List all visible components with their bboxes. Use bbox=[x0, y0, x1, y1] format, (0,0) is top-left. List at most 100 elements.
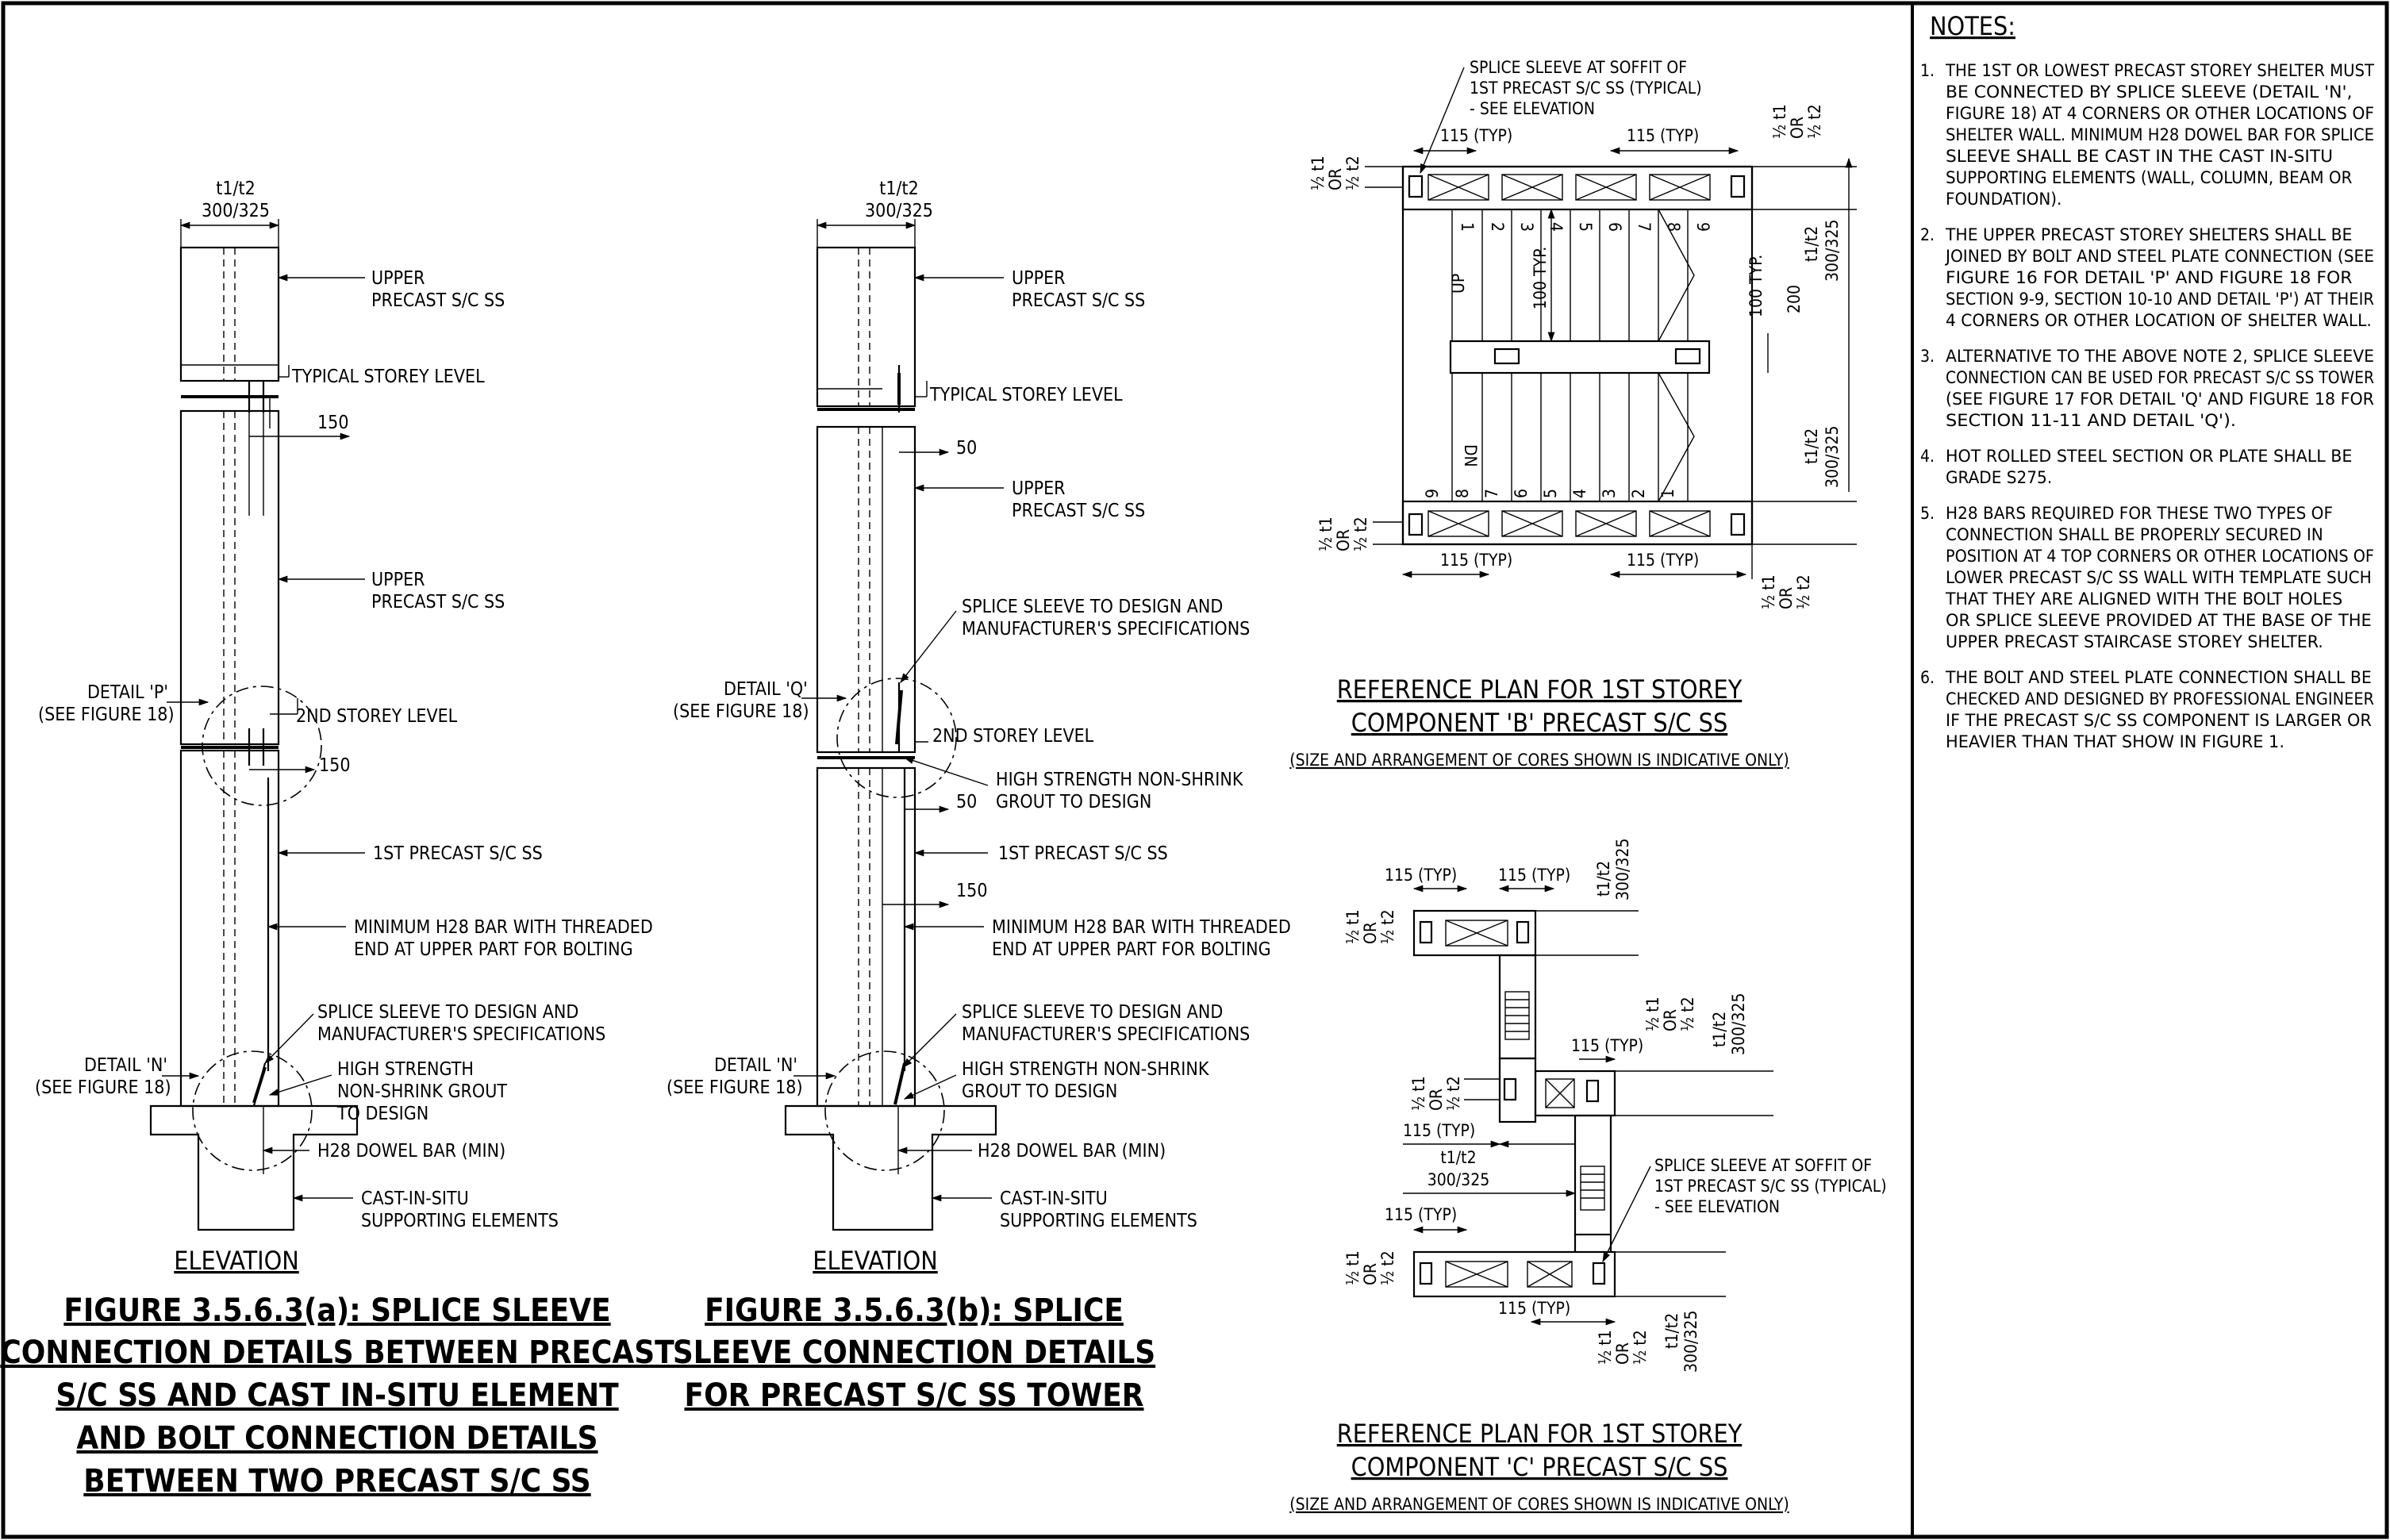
fig-b-dim-150: 150 bbox=[956, 881, 988, 901]
fig-b-dim-50-top: 50 bbox=[956, 438, 977, 459]
plan-b-half-t-left-2: OR bbox=[1326, 168, 1345, 190]
plan-b-half-t-left-1: ½ t1 bbox=[1308, 156, 1328, 190]
note-line: H28 BARS REQUIRED FOR THESE TWO TYPES OF bbox=[1946, 504, 2333, 523]
fig-b-grout-top-1: HIGH STRENGTH NON-SHRINK bbox=[996, 770, 1243, 790]
note-line: THE BOLT AND STEEL PLATE CONNECTION SHAL… bbox=[1945, 668, 2372, 687]
note-line: THAT THEY ARE ALIGNED WITH THE BOLT HOLE… bbox=[1945, 590, 2342, 609]
fig-b-detail-q-1: DETAIL 'Q' bbox=[724, 679, 808, 700]
fig-a-caption-3: S/C SS AND CAST IN-SITU ELEMENT bbox=[56, 1377, 619, 1414]
plan-b-t-value-bot: 300/325 bbox=[1823, 426, 1842, 488]
fig-a-grout-1: HIGH STRENGTH bbox=[337, 1059, 474, 1080]
svg-text:1: 1 bbox=[1658, 489, 1677, 498]
plan-b-half-t-right-bot-3: ½ t2 bbox=[1794, 574, 1813, 609]
fig-a-upper-mid-1: UPPER bbox=[371, 570, 425, 590]
note-line: FOUNDATION). bbox=[1946, 190, 2061, 209]
plan-c-t-label-left: t1/t2 bbox=[1440, 1148, 1476, 1167]
note-number: 1. bbox=[1920, 61, 1935, 80]
fig-b-grout-1: HIGH STRENGTH NON-SHRINK bbox=[962, 1059, 1209, 1080]
plan-b-title-2: COMPONENT 'B' PRECAST S/C SS bbox=[1351, 708, 1727, 738]
plan-c-half-t-left-2: OR bbox=[1427, 1089, 1446, 1111]
plan-b-typ-1: 115 (TYP) bbox=[1440, 126, 1512, 145]
fig-a-detail-n-circle bbox=[192, 1050, 313, 1171]
fig-a-dim-150-top: 150 bbox=[317, 413, 349, 433]
plan-c-half-t-top-3: ½ t2 bbox=[1378, 909, 1397, 944]
plan-b-half-t-left-3: ½ t2 bbox=[1343, 156, 1362, 190]
fig-b-upper-top-2: PRECAST S/C SS bbox=[1012, 290, 1145, 311]
fig-a-dim-150-mid: 150 bbox=[319, 755, 351, 776]
svg-text:6: 6 bbox=[1512, 489, 1531, 498]
plan-c-typ-bot-left: 115 (TYP) bbox=[1385, 1205, 1457, 1224]
plan-c-half-t-left-1: ½ t1 bbox=[1409, 1076, 1428, 1111]
svg-text:2: 2 bbox=[1488, 222, 1507, 232]
note-line: CHECKED AND DESIGNED BY PROFESSIONAL ENG… bbox=[1946, 689, 2374, 709]
fig-b-cast-1: CAST-IN-SITU bbox=[1000, 1189, 1108, 1209]
plan-b-typ-3: 115 (TYP) bbox=[1440, 551, 1512, 570]
fig-a-elevation-title: ELEVATION bbox=[174, 1246, 299, 1276]
fig-b-dim-50-mid: 50 bbox=[956, 792, 977, 812]
note-line: POSITION AT 4 TOP CORNERS OR OTHER LOCAT… bbox=[1946, 547, 2374, 566]
plan-c-t-label-bot: t1/t2 bbox=[1662, 1313, 1681, 1349]
note-line: JOINED BY BOLT AND STEEL PLATE CONNECTIO… bbox=[1945, 247, 2374, 266]
fig-a-cast-2: SUPPORTING ELEMENTS bbox=[361, 1211, 559, 1231]
fig-a-sleeve-1: SPLICE SLEEVE TO DESIGN AND bbox=[317, 1002, 578, 1023]
fig-a-caption-2: CONNECTION DETAILS BETWEEN PRECAST bbox=[0, 1335, 674, 1371]
plan-c-half-t-mid-3: ½ t2 bbox=[1678, 997, 1697, 1031]
fig-a-bar-2: END AT UPPER PART FOR BOLTING bbox=[354, 939, 633, 960]
plan-b-dim-100-right: 100 TYP. bbox=[1746, 255, 1766, 317]
fig-a-dim-value: 300/325 bbox=[202, 201, 270, 221]
note-line: SECTION 11-11 AND DETAIL 'Q'). bbox=[1946, 411, 2236, 430]
plan-c-title-2: COMPONENT 'C' PRECAST S/C SS bbox=[1351, 1452, 1728, 1482]
svg-text:9: 9 bbox=[1423, 489, 1442, 498]
plan-b-half-t-left-bot-2: OR bbox=[1334, 529, 1353, 551]
fig-a-detail-n-1: DETAIL 'N' bbox=[84, 1055, 167, 1076]
svg-text:8: 8 bbox=[1664, 222, 1683, 232]
fig-b-detail-q-circle bbox=[836, 678, 957, 798]
fig-b-upper-mid-2: PRECAST S/C SS bbox=[1012, 501, 1145, 521]
notes-list: 1. THE 1ST OR LOWEST PRECAST STOREY SHELT… bbox=[1920, 61, 2374, 751]
plan-c-typ-1: 115 (TYP) bbox=[1385, 866, 1457, 885]
plan-c-typ-bot: 115 (TYP) bbox=[1498, 1299, 1570, 1318]
plan-b-callout-1: SPLICE SLEEVE AT SOFFIT OF bbox=[1470, 58, 1687, 77]
fig-a-upper-top-2: PRECAST S/C SS bbox=[371, 290, 505, 311]
note-line: CONNECTION CAN BE USED FOR PRECAST S/C S… bbox=[1946, 368, 2374, 387]
plan-b-bottom-cores bbox=[1427, 510, 1711, 537]
plan-c-callout-2: 1ST PRECAST S/C SS (TYPICAL) bbox=[1654, 1177, 1887, 1196]
plan-c-typ-left: 115 (TYP) bbox=[1403, 1121, 1475, 1140]
plan-b: SPLICE SLEEVE AT SOFFIT OF 1ST PRECAST S… bbox=[1289, 58, 1857, 770]
fig-a-upper-top-1: UPPER bbox=[371, 268, 425, 289]
note-line: SHELTER WALL. MINIMUM H28 DOWEL BAR FOR … bbox=[1946, 125, 2374, 144]
note-line: FIGURE 18) AT 4 CORNERS OR OTHER LOCATIO… bbox=[1946, 104, 2374, 123]
plan-b-dim-100-left: 100 TYP. bbox=[1531, 247, 1550, 309]
fig-b-bar-2: END AT UPPER PART FOR BOLTING bbox=[992, 939, 1271, 960]
plan-b-t-value-top: 300/325 bbox=[1823, 220, 1842, 282]
fig-b-elevation-title: ELEVATION bbox=[813, 1246, 938, 1276]
plan-b-dim-200: 200 bbox=[1785, 285, 1804, 313]
plan-b-stair-upper bbox=[1451, 209, 1695, 342]
figure-b-elevation: t1/t2 300/325 UPPER PRECAST S/C SS bbox=[667, 179, 1291, 1414]
plan-c-t-label-mid: t1/t2 bbox=[1710, 1012, 1729, 1047]
note-line: HEAVIER THAN THAT SHOW IN FIGURE 1. bbox=[1946, 732, 2284, 751]
svg-text:7: 7 bbox=[1635, 222, 1654, 232]
plan-b-half-t-right-bot-2: OR bbox=[1777, 587, 1796, 609]
note-line: THE 1ST OR LOWEST PRECAST STOREY SHELTER… bbox=[1945, 61, 2375, 80]
fig-b-upper-mid-1: UPPER bbox=[1012, 478, 1066, 499]
note-line: FIGURE 16 FOR DETAIL 'P' AND FIGURE 18 F… bbox=[1946, 268, 2352, 287]
fig-b-2nd-storey: 2ND STOREY LEVEL bbox=[932, 726, 1094, 747]
plan-c-half-t-top-2: OR bbox=[1361, 922, 1380, 944]
plan-b-half-t-left-bot-1: ½ t1 bbox=[1316, 517, 1335, 551]
plan-c-half-t-mid-2: OR bbox=[1661, 1009, 1680, 1031]
fig-b-sleeve-2: MANUFACTURER'S SPECIFICATIONS bbox=[962, 1024, 1250, 1045]
fig-b-bar-1: MINIMUM H28 BAR WITH THREADED bbox=[992, 917, 1291, 938]
plan-b-callout-2: 1ST PRECAST S/C SS (TYPICAL) bbox=[1470, 79, 1702, 98]
plan-c-half-t-bot2-2: OR bbox=[1613, 1342, 1632, 1365]
fig-b-first-precast: 1ST PRECAST S/C SS bbox=[998, 843, 1168, 864]
fig-a-grout-2: NON-SHRINK GROUT bbox=[337, 1081, 507, 1102]
plan-b-step-numbers-top: 1 2 3 4 5 6 7 8 9 bbox=[1458, 222, 1712, 232]
svg-text:6: 6 bbox=[1605, 222, 1624, 232]
note-line: SECTION 9-9, SECTION 10-10 AND DETAIL 'P… bbox=[1946, 290, 2374, 309]
fig-a-upper-mid-2: PRECAST S/C SS bbox=[371, 592, 505, 613]
svg-text:4: 4 bbox=[1547, 222, 1566, 232]
plan-c-typ-2: 115 (TYP) bbox=[1498, 866, 1570, 885]
